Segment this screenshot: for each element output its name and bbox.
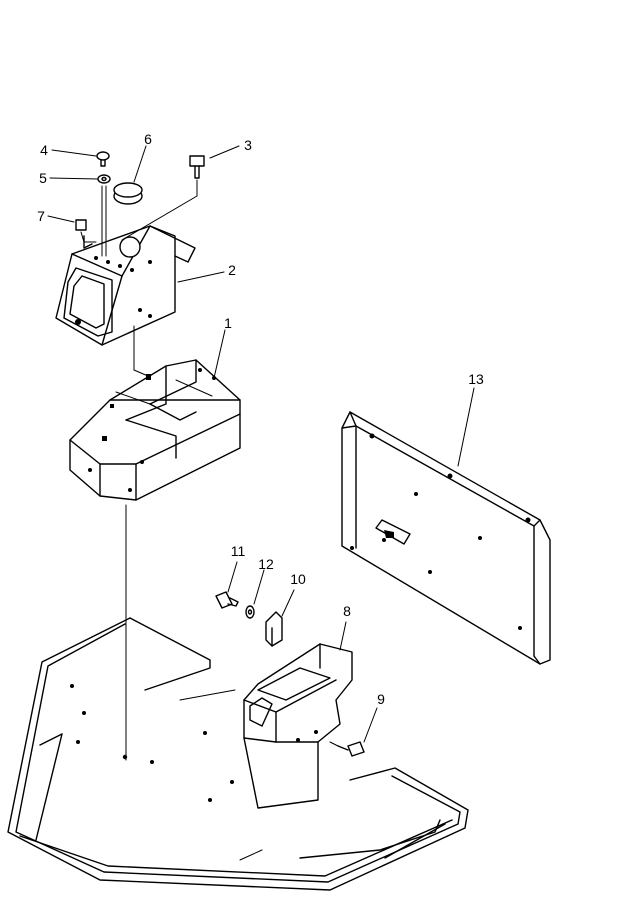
floor-holes bbox=[70, 684, 234, 802]
part-2-bracket-box bbox=[55, 225, 196, 377]
callout-3: 3 bbox=[244, 137, 252, 153]
callout-7: 7 bbox=[37, 208, 45, 224]
callout-12: 12 bbox=[258, 556, 274, 572]
part-5-washer bbox=[97, 174, 111, 257]
callout-5: 5 bbox=[39, 170, 47, 186]
callout-6: 6 bbox=[144, 131, 152, 147]
callout-11: 11 bbox=[231, 543, 246, 559]
part-10-bracket bbox=[265, 611, 283, 647]
part-1-housing bbox=[69, 359, 241, 501]
callout-labels: 1 2 3 4 5 6 7 8 9 10 11 12 13 bbox=[37, 131, 484, 707]
callout-1: 1 bbox=[224, 315, 232, 331]
part-11-bolt bbox=[215, 591, 239, 609]
part-9-bolt bbox=[329, 741, 365, 757]
callout-9: 9 bbox=[377, 691, 385, 707]
floor-plate bbox=[7, 617, 469, 891]
callout-2: 2 bbox=[228, 262, 236, 278]
callout-4: 4 bbox=[40, 142, 48, 158]
part-13-panel bbox=[341, 411, 551, 665]
part-4-screw bbox=[96, 151, 110, 167]
callout-13: 13 bbox=[468, 371, 484, 387]
callout-10: 10 bbox=[290, 571, 306, 587]
callout-leaders bbox=[47, 145, 475, 743]
part-12-washer bbox=[245, 605, 255, 619]
callout-8: 8 bbox=[343, 603, 351, 619]
part-7-grommet bbox=[75, 219, 97, 243]
part-6-cap bbox=[113, 182, 143, 205]
part-8-cover bbox=[243, 643, 353, 809]
part-3-bolt bbox=[121, 155, 205, 241]
